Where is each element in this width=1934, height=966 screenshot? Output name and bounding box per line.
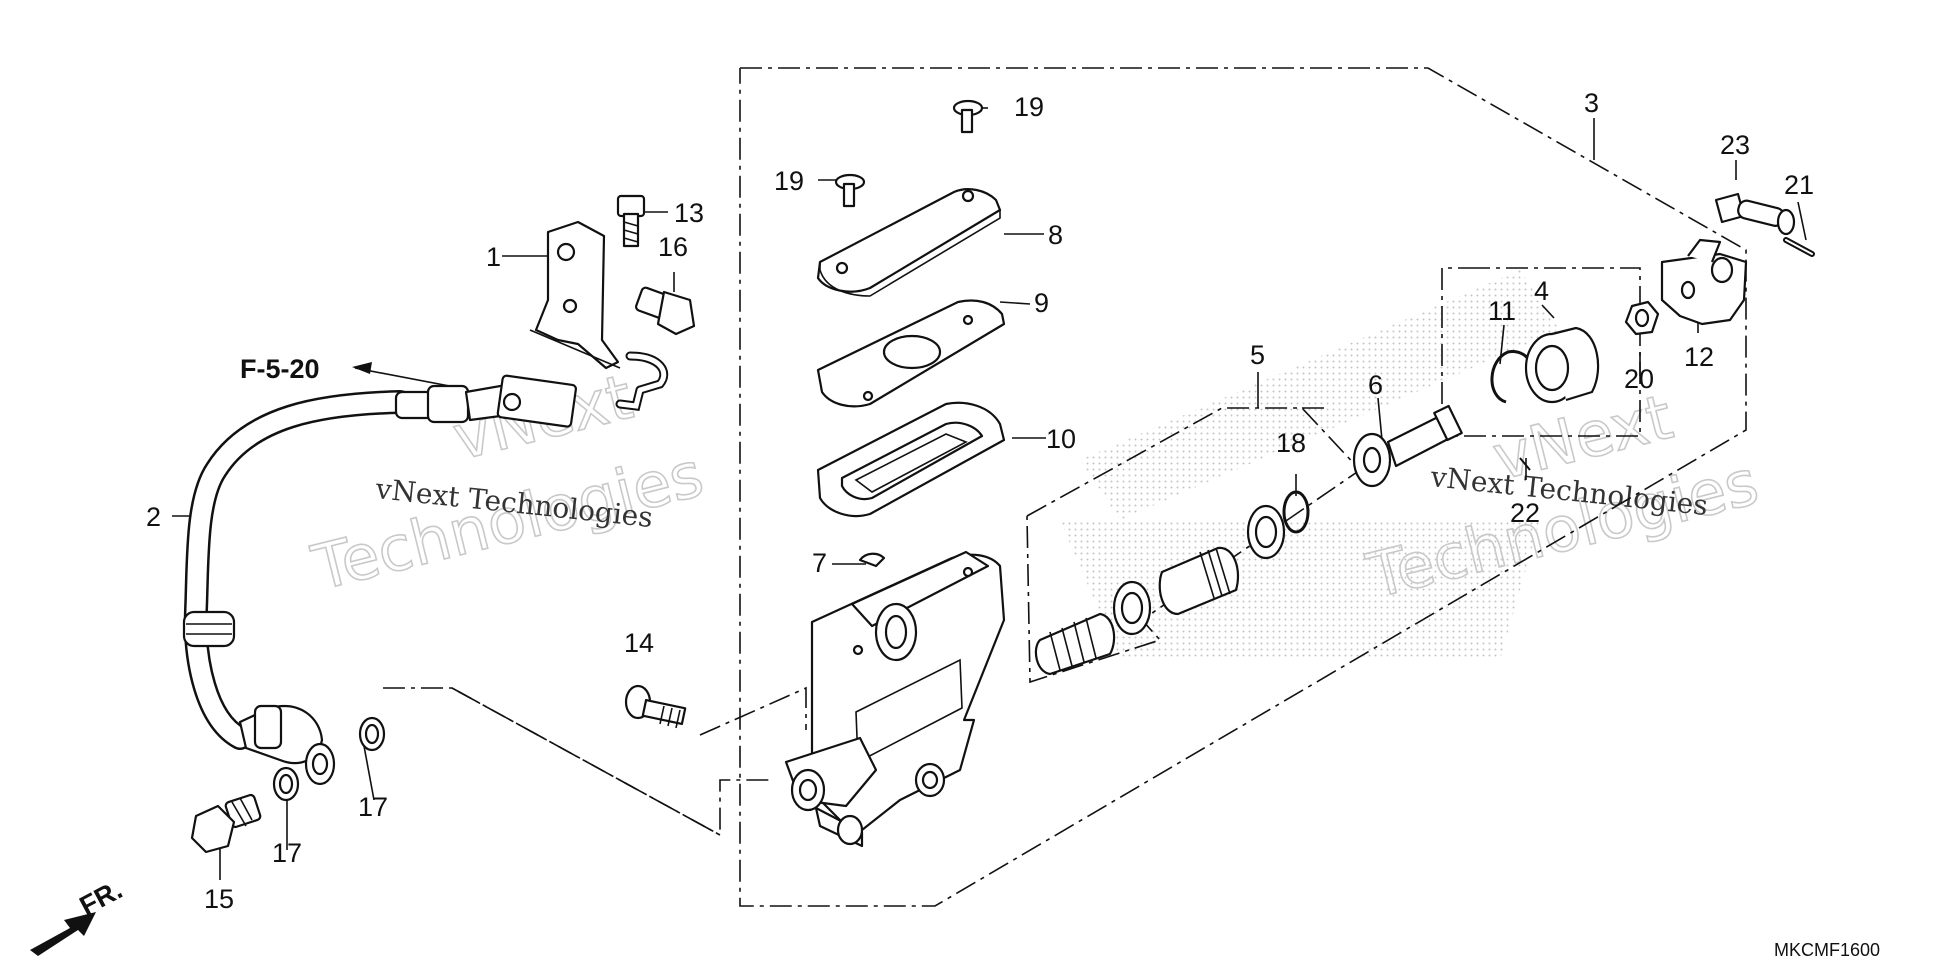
part-9-diaphragm-plate — [816, 299, 1006, 408]
callout-19b: 19 — [774, 166, 804, 196]
callout-5: 5 — [1250, 340, 1265, 370]
callout-17b: 17 — [358, 792, 388, 822]
part-17-washers — [272, 716, 386, 802]
outline-piston-set — [1026, 407, 1362, 684]
part-14-bolt — [624, 684, 687, 729]
part-5-spring-piston — [1034, 504, 1286, 676]
watermark-right: vNext Technologies vNext Technologies — [1359, 379, 1766, 613]
part-8-reservoir-cap — [816, 188, 1002, 297]
callout-14: 14 — [624, 628, 654, 658]
part-3-master-cylinder — [784, 550, 1006, 848]
part-21-cotter-pin — [1783, 237, 1815, 257]
assembly-outlines — [383, 67, 1747, 907]
callout-21: 21 — [1784, 170, 1814, 200]
callout-23: 23 — [1720, 130, 1750, 160]
part-18-snap-ring — [1282, 490, 1310, 534]
part-4-boot — [1524, 326, 1600, 404]
part-13-bolt — [616, 194, 646, 248]
callout-4: 4 — [1534, 276, 1549, 306]
outline-master-cylinder — [739, 67, 1747, 907]
part-2-brake-hose — [182, 351, 669, 765]
callout-2: 2 — [146, 502, 161, 532]
part-22-rod — [1519, 457, 1531, 471]
callout-15: 15 — [204, 884, 234, 914]
dotted-brand-backdrop — [1060, 270, 1560, 660]
part-20-nut — [1624, 300, 1660, 336]
callout-1: 1 — [486, 242, 501, 272]
callout-19a: 19 — [1014, 92, 1044, 122]
reference-label: F-5-20 — [240, 354, 320, 384]
part-1-bracket — [529, 220, 621, 370]
callout-3: 3 — [1584, 88, 1599, 118]
part-19-screws — [834, 99, 984, 208]
callout-11: 11 — [1488, 296, 1516, 326]
outline-piston-kit — [1441, 267, 1641, 437]
outline-hose-fitting — [383, 687, 770, 837]
callout-17a: 17 — [272, 838, 302, 868]
callout-16: 16 — [658, 232, 688, 262]
diagram-code: MKCMF1600 — [1774, 940, 1880, 960]
part-15-bolt — [190, 793, 262, 854]
front-marker: FR. — [75, 874, 127, 921]
callout-6: 6 — [1368, 370, 1383, 400]
front-arrow-icon: FR. — [30, 874, 127, 956]
callout-10: 10 — [1046, 424, 1076, 454]
part-10-diaphragm — [816, 401, 1006, 518]
callout-13: 13 — [674, 198, 704, 228]
callout-20: 20 — [1624, 364, 1654, 394]
part-16-bolt — [635, 286, 696, 336]
callout-22: 22 — [1510, 498, 1540, 528]
callout-8: 8 — [1048, 220, 1063, 250]
part-12-clevis — [1660, 238, 1748, 326]
callout-7: 7 — [812, 548, 827, 578]
callout-12: 12 — [1684, 342, 1714, 372]
part-23-pin — [1714, 192, 1796, 236]
callout-9: 9 — [1034, 288, 1049, 318]
part-6-push-rod — [1352, 404, 1463, 488]
callout-18: 18 — [1276, 428, 1306, 458]
part-7-clip — [858, 552, 886, 568]
